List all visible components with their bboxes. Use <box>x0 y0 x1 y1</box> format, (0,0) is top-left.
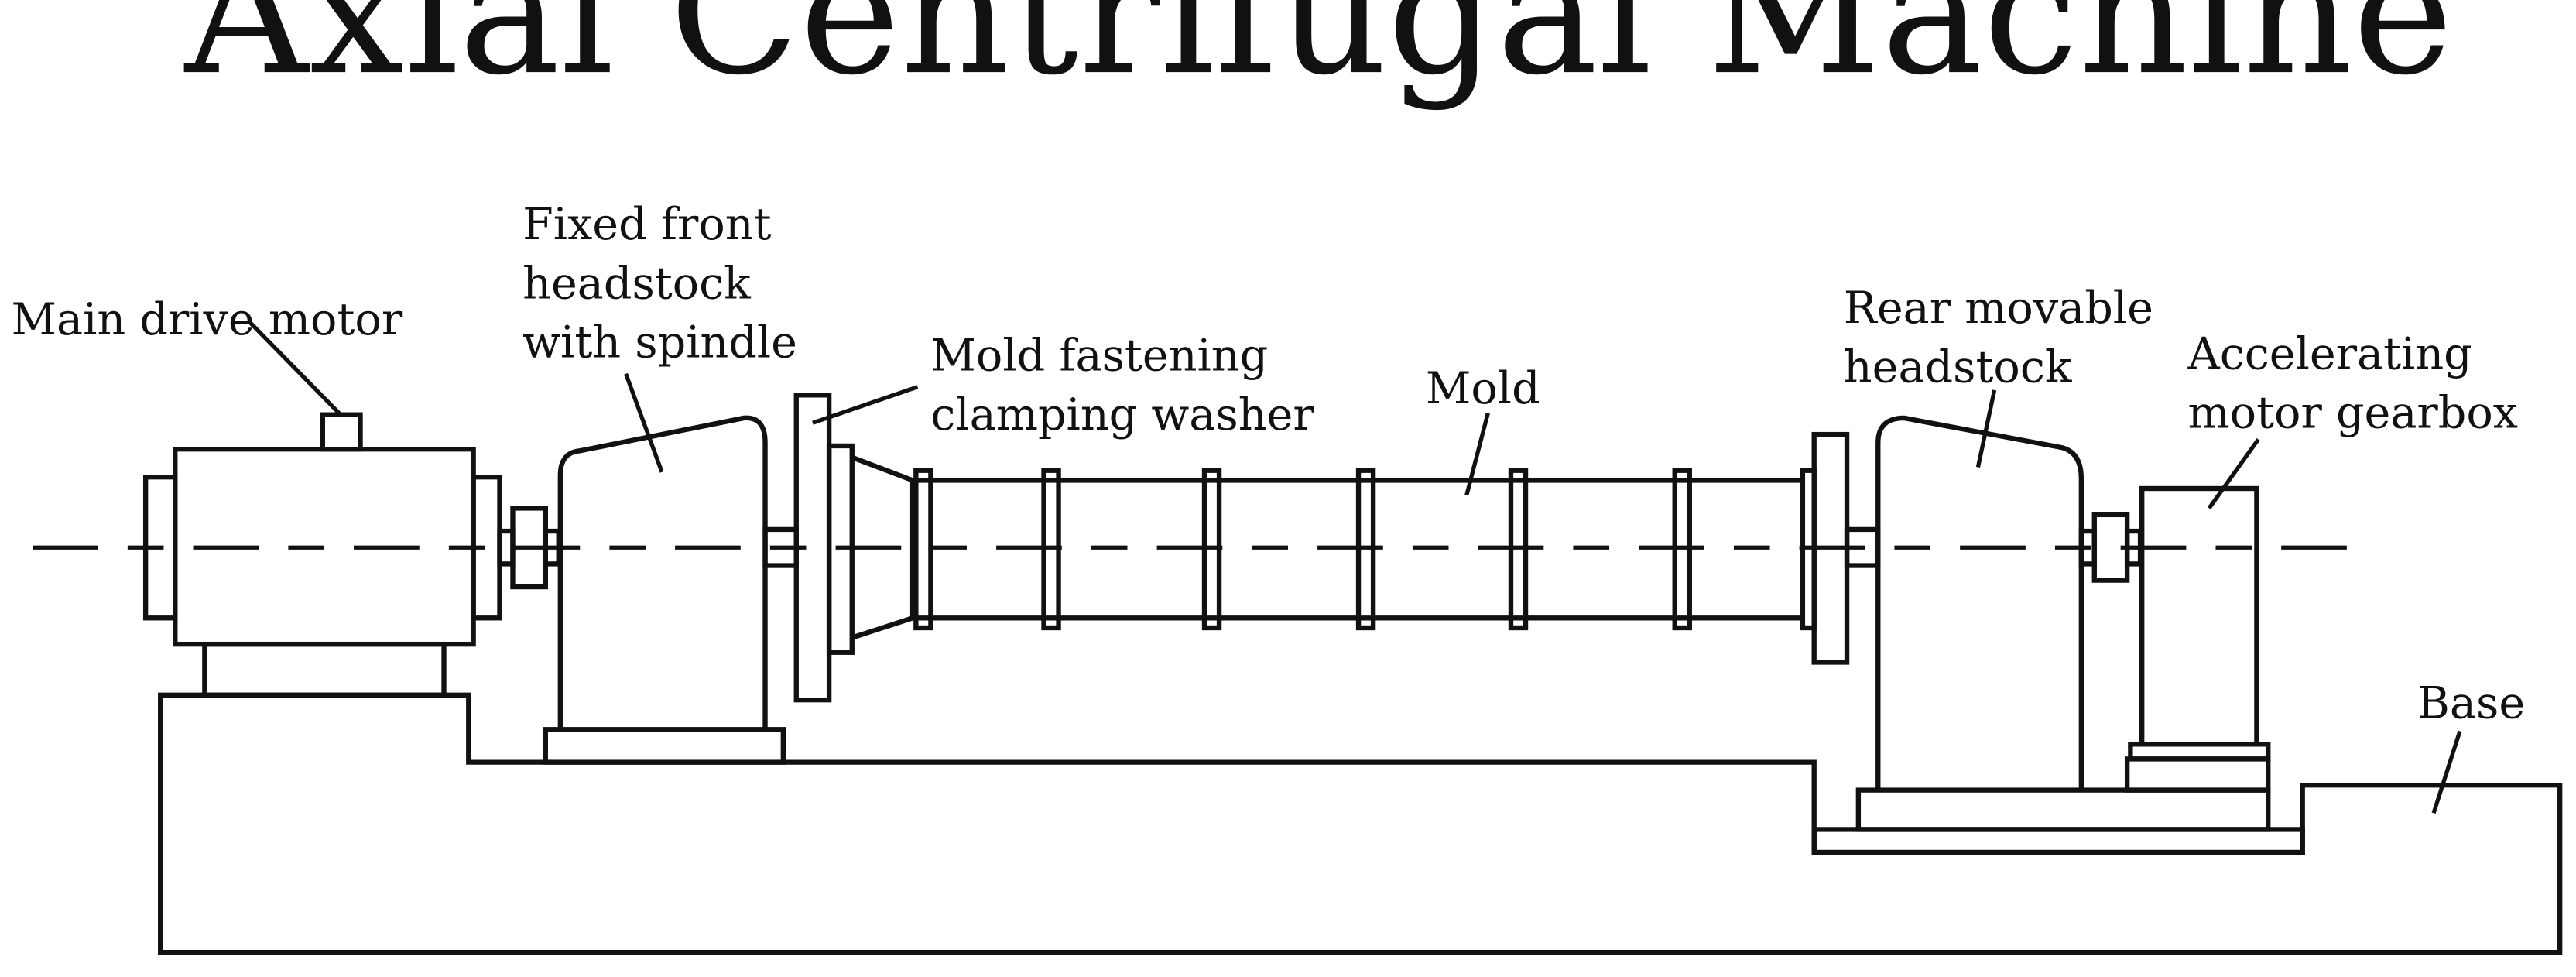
main-drive-motor <box>142 412 502 698</box>
accelerating-motor-gearbox <box>2124 485 2271 793</box>
base <box>158 692 2563 955</box>
diagram-title: Axial Centrifugal Machine <box>183 0 2454 112</box>
label-accelerating-motor-gearbox: Accelerating motor gearbox <box>2187 328 2518 438</box>
rear-movable-headstock <box>1811 415 2305 855</box>
label-main-drive-motor: Main drive motor <box>12 294 403 345</box>
label-mold-fastening-washer: Mold fastening clamping washer <box>930 331 1314 441</box>
leader-base <box>2431 730 2462 814</box>
label-mold: Mold <box>1426 363 1540 414</box>
label-base: Base <box>2417 677 2525 728</box>
leader-accelerating-motor-gearbox <box>2207 437 2260 509</box>
leader-mold-fastening-washer <box>812 385 919 425</box>
label-rear-movable-headstock: Rear movable headstock <box>1844 283 2167 393</box>
fixed-front-headstock <box>543 415 786 765</box>
leader-mold <box>1464 412 1490 496</box>
leader-rear-movable-headstock <box>1975 389 1997 468</box>
label-fixed-front-headstock: Fixed front headstock with spindle <box>522 199 797 368</box>
leader-fixed-front-headstock <box>624 372 664 473</box>
leader-main-drive-motor <box>247 320 343 417</box>
